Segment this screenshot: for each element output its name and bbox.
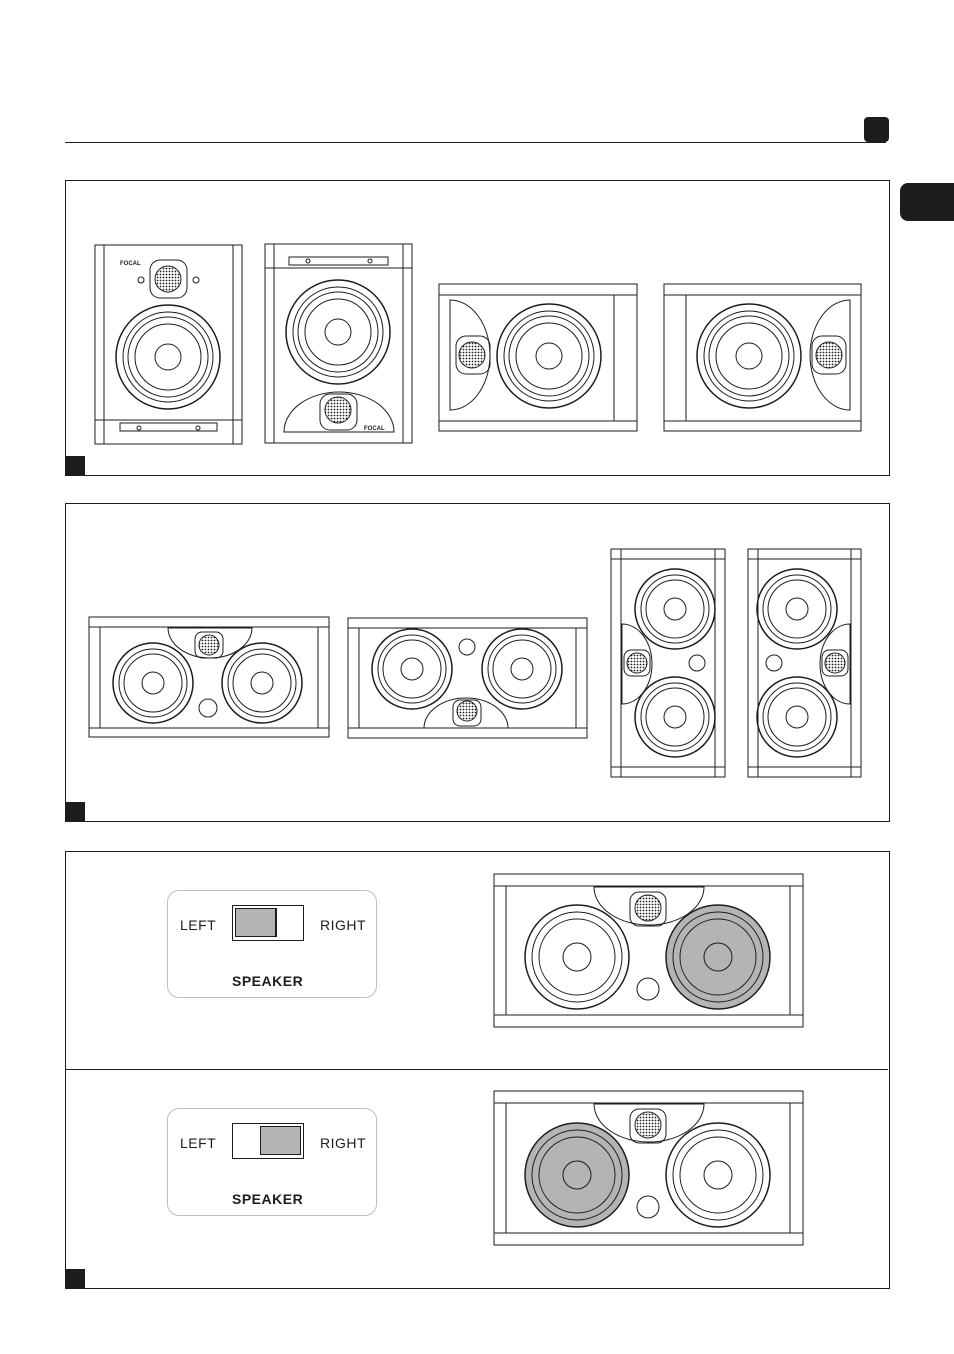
svg-text:FOCAL: FOCAL [364, 426, 385, 432]
page-badge [864, 117, 889, 142]
panel-marker [66, 456, 85, 475]
speaker-icon [493, 1090, 804, 1246]
header-rule [65, 142, 886, 143]
highlighted-woofer [524, 1122, 630, 1228]
panel-speaker-switch [65, 851, 890, 1289]
switch-right-label: RIGHT [320, 1135, 367, 1151]
panel-center-speakers [65, 503, 890, 822]
speaker-icon: FOCAL [94, 244, 243, 445]
toggle-switch-icon[interactable] [232, 905, 304, 941]
speaker-icon [438, 283, 638, 432]
switch-title: SPEAKER [232, 1191, 304, 1207]
switch-left-label: LEFT [180, 1135, 217, 1151]
language-tab [900, 183, 954, 221]
speaker-switch-right: LEFT RIGHT SPEAKER [167, 1108, 377, 1216]
speaker-icon [347, 617, 588, 739]
panel-marker [66, 1269, 85, 1288]
speaker-icon: FOCAL [264, 243, 413, 444]
speaker-icon [493, 873, 804, 1028]
svg-text:FOCAL: FOCAL [120, 261, 141, 267]
speaker-icon [88, 616, 330, 738]
speaker-switch-left: LEFT RIGHT SPEAKER [167, 890, 377, 998]
speaker-icon [747, 548, 862, 778]
panel-single-speakers [65, 180, 890, 476]
switch-left-label: LEFT [180, 917, 217, 933]
switch-right-label: RIGHT [320, 917, 367, 933]
switch-title: SPEAKER [232, 973, 304, 989]
panel-divider [66, 1069, 888, 1070]
highlighted-woofer [665, 904, 771, 1010]
panel-marker [66, 802, 85, 821]
speaker-icon [610, 548, 726, 778]
toggle-switch-icon[interactable] [232, 1123, 304, 1159]
speaker-icon [663, 283, 862, 432]
